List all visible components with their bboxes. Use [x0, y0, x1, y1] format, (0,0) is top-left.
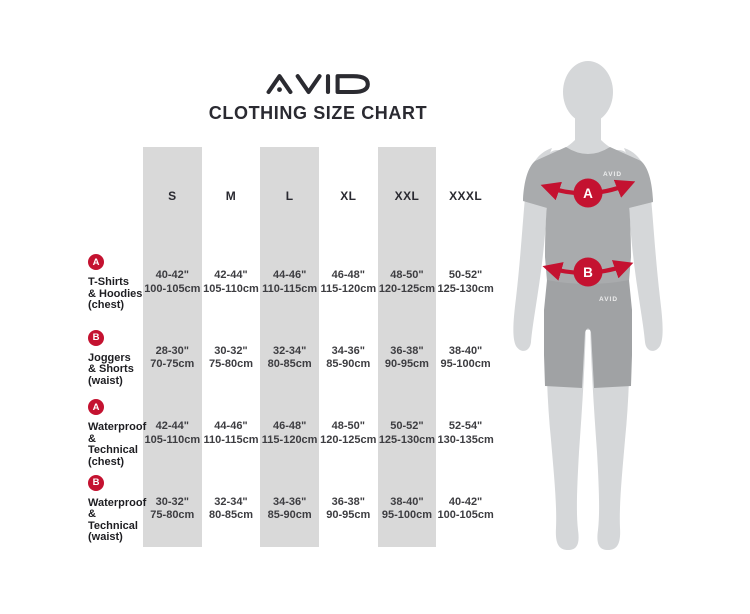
shorts-brand-logo: AVID	[599, 296, 618, 303]
shirt-brand-logo: AVID	[603, 171, 622, 178]
size-value-cell: 36-38"90-95cm	[326, 495, 371, 522]
size-value-cell: 40-42"100-105cm	[144, 269, 201, 295]
shorts-shape	[544, 280, 632, 388]
row-label-tshirts-hoodies: A T-Shirts & Hoodies (chest)	[78, 245, 143, 321]
size-value-cell: 46-48"115-120cm	[320, 269, 377, 295]
size-header-s: S	[168, 189, 177, 203]
size-value-cell: 44-46"110-115cm	[262, 269, 318, 295]
marker-badge-b: B	[88, 474, 104, 491]
size-header-l: L	[285, 189, 294, 203]
body-measurement-figure: AVID AVID A B	[513, 61, 663, 550]
size-value-cell: 46-48"115-120cm	[261, 420, 318, 446]
waist-marker-badge	[573, 257, 603, 287]
size-value-cell: 52-54"130-135cm	[437, 420, 494, 446]
size-value-cell: 38-40"95-100cm	[440, 344, 491, 371]
marker-badge-b: B	[88, 329, 104, 346]
waist-marker-letter: B	[583, 265, 593, 280]
size-value-cell: 30-32"75-80cm	[150, 495, 195, 522]
size-value-cell: 38-40"95-100cm	[381, 495, 433, 522]
size-value-cell: 48-50"120-125cm	[320, 420, 377, 446]
corner-cell	[78, 147, 143, 245]
chest-marker-badge	[573, 178, 603, 208]
size-value-cell: 36-38"90-95cm	[384, 344, 429, 371]
size-value-cell: 32-34"80-85cm	[267, 344, 312, 371]
column-stripe	[143, 147, 202, 547]
row-label-joggers-shorts: B Joggers & Shorts (waist)	[78, 321, 143, 397]
size-header-xxxl: XXXL	[449, 189, 483, 203]
size-value-cell: 42-44"105-110cm	[203, 269, 259, 295]
size-value-cell: 48-50"120-125cm	[378, 269, 436, 295]
size-value-cell: 40-42"100-105cm	[437, 495, 494, 522]
size-value-cell: 32-34"80-85cm	[208, 495, 253, 522]
size-header-xl: XL	[340, 189, 357, 203]
page-title: CLOTHING SIZE CHART	[208, 103, 428, 123]
avid-logo-icon	[266, 74, 370, 95]
column-stripe	[260, 147, 319, 547]
size-value-cell: 28-30"70-75cm	[150, 344, 195, 371]
size-value-cell: 44-46"110-115cm	[203, 420, 259, 446]
size-value-cell: 34-36"85-90cm	[326, 344, 371, 371]
size-value-cell: 30-32"75-80cm	[208, 344, 253, 371]
size-value-cell: 50-52"125-130cm	[378, 420, 436, 446]
size-value-cell: 42-44"105-110cm	[144, 420, 201, 446]
size-header-m: M	[225, 189, 237, 203]
row-label-waterproof-waist: B Waterproof & Technical (waist)	[78, 472, 146, 548]
row-label-waterproof-chest: A Waterproof & Technical (chest)	[78, 396, 146, 472]
size-header-xxl: XXL	[394, 189, 420, 203]
marker-badge-a: A	[88, 399, 104, 416]
header: CLOTHING SIZE CHART	[0, 72, 636, 124]
size-value-cell: 34-36"85-90cm	[267, 495, 312, 522]
size-grid: S M L XL XXL XXXL A T-Shirts & Hoodies (…	[78, 147, 495, 547]
marker-badge-a: A	[88, 254, 104, 270]
chest-marker-letter: A	[583, 186, 593, 201]
size-value-cell: 50-52"125-130cm	[437, 269, 494, 295]
size-table: S M L XL XXL XXXL A T-Shirts & Hoodies (…	[78, 147, 495, 547]
column-stripe	[377, 147, 437, 547]
